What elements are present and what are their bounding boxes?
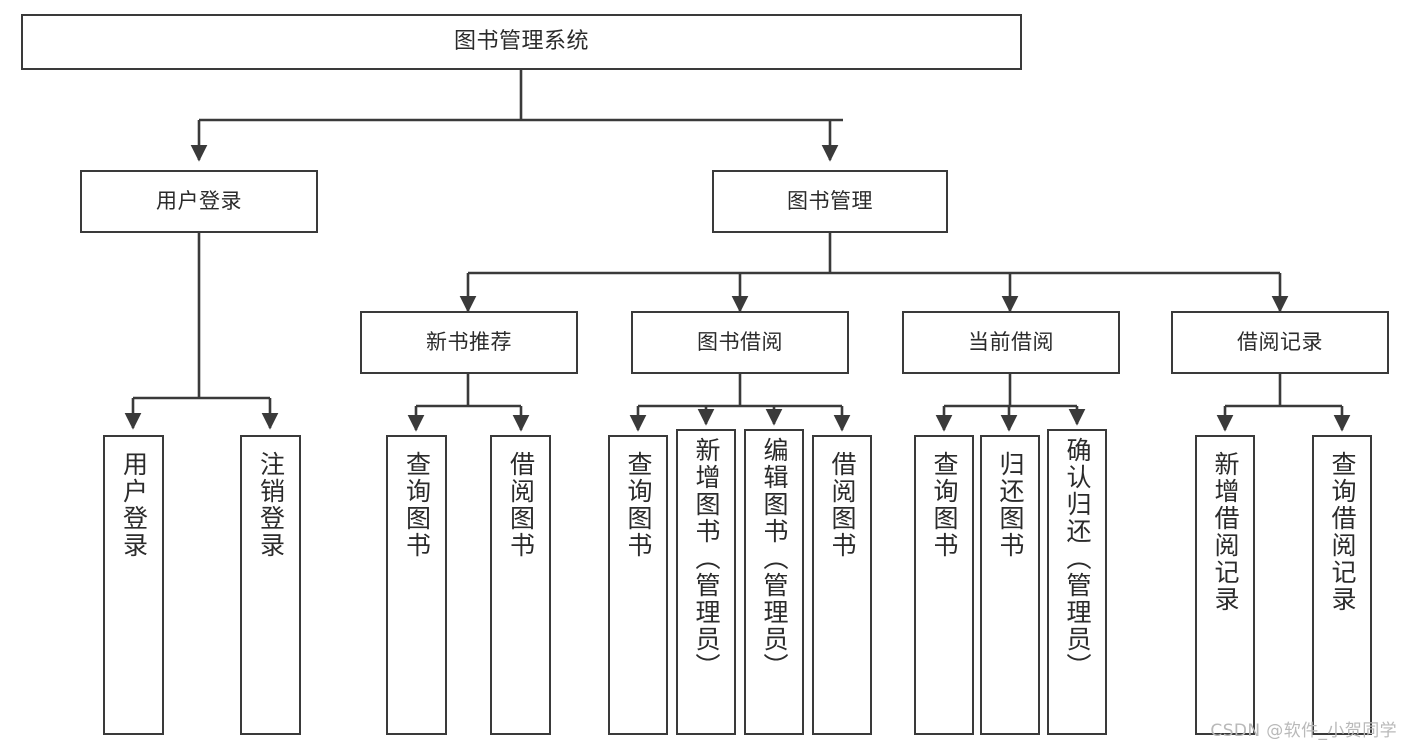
leaf-current-borrow-return-book[interactable]: 归还图书 [980,435,1040,735]
node-borrow-record[interactable]: 借阅记录 [1171,311,1389,374]
node-label: 查询图书 [624,451,653,559]
leaf-current-borrow-query-book[interactable]: 查询图书 [914,435,974,735]
node-label: 借阅图书 [506,451,536,559]
leaf-borrow-record-query-record[interactable]: 查询借阅记录 [1312,435,1372,735]
node-label: 图书管理 [787,189,873,214]
csdn-watermark: CSDN @软件_小贺同学 [1210,721,1397,741]
node-label: 注销登录 [256,451,286,559]
node-label: 查询图书 [402,451,432,559]
node-label: 查询借阅记录 [1328,451,1357,613]
node-label: 用户登录 [119,451,149,559]
node-label: 查询图书 [930,451,959,559]
node-label: 新增借阅记录 [1211,451,1240,613]
leaf-book-borrow-query-book[interactable]: 查询图书 [608,435,668,735]
node-label: 归还图书 [996,451,1025,559]
node-label: 确认归还（管理员） [1063,437,1092,680]
node-label: 用户登录 [156,189,242,214]
leaf-user-login-logout[interactable]: 注销登录 [240,435,301,735]
node-user-login[interactable]: 用户登录 [80,170,318,233]
node-label: 图书管理系统 [453,29,589,55]
node-label: 图书借阅 [697,330,783,355]
leaf-current-borrow-confirm-return-admin[interactable]: 确认归还（管理员） [1047,429,1107,735]
node-book-management[interactable]: 图书管理 [712,170,948,233]
node-book-borrow[interactable]: 图书借阅 [631,311,849,374]
node-root-system[interactable]: 图书管理系统 [21,14,1022,70]
leaf-book-borrow-edit-book-admin[interactable]: 编辑图书（管理员） [744,429,804,735]
node-label: 当前借阅 [968,330,1054,355]
node-label: 借阅图书 [828,451,857,559]
node-label: 新增图书（管理员） [692,437,721,680]
node-label: 借阅记录 [1237,330,1323,355]
leaf-borrow-record-add-record[interactable]: 新增借阅记录 [1195,435,1255,735]
node-current-borrow[interactable]: 当前借阅 [902,311,1120,374]
leaf-new-book-query-book[interactable]: 查询图书 [386,435,447,735]
leaf-new-book-borrow-book[interactable]: 借阅图书 [490,435,551,735]
leaf-book-borrow-borrow-book[interactable]: 借阅图书 [812,435,872,735]
node-new-book-recommend[interactable]: 新书推荐 [360,311,578,374]
leaf-book-borrow-add-book-admin[interactable]: 新增图书（管理员） [676,429,736,735]
node-label: 新书推荐 [426,330,512,355]
node-label: 编辑图书（管理员） [760,437,789,680]
leaf-user-login-login[interactable]: 用户登录 [103,435,164,735]
